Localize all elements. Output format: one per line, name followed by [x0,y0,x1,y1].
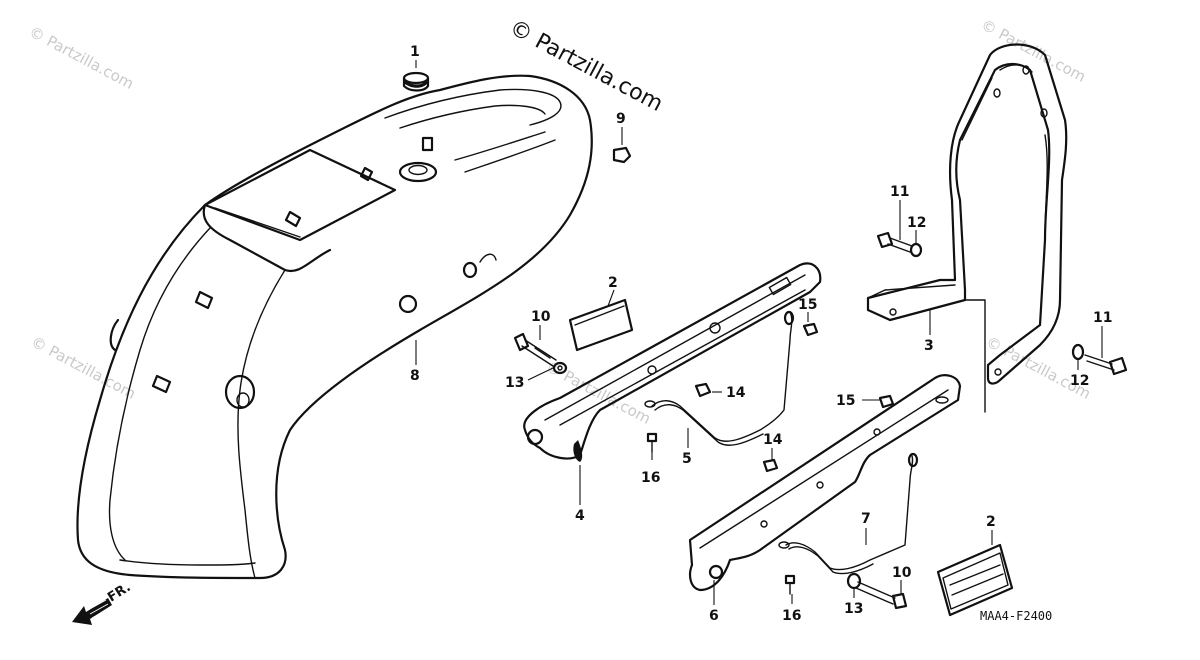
callout-10-upper: 10 [531,309,551,325]
callout-3: 3 [924,338,934,354]
callout-11-right: 11 [1093,310,1112,326]
callout-15-lower: 15 [836,393,855,409]
bolt-part-10-lower [855,581,908,610]
washer-part-13-upper [552,361,568,375]
reflector-part-2-lower [936,543,1014,617]
nut-part-15-upper [802,322,819,337]
rear-fender-part [76,74,593,580]
callout-6: 6 [709,608,719,624]
callout-12-right: 12 [1070,373,1089,389]
bolt-part-11-right [1084,354,1128,376]
nut-part-14-lower [762,458,779,473]
wire-part-5 [644,310,795,446]
callout-5: 5 [682,451,692,467]
watermark-faint: © Partzilla.com [983,333,1094,403]
washer-part-12-right [1071,343,1085,361]
callout-2-upper: 2 [608,275,618,291]
callout-15-upper: 15 [798,297,817,313]
diagram-code: MAA4-F2400 [980,609,1052,623]
callout-14-upper: 14 [726,385,746,401]
reflector-part-2-upper [568,298,634,352]
callout-16-lower: 16 [782,608,801,624]
callout-4: 4 [575,508,585,524]
side-bracket-part-6 [688,374,962,592]
callout-11-upper: 11 [890,184,909,200]
leader-2-upper [607,289,615,307]
callout-8: 8 [410,368,420,384]
nut-part-9 [612,146,632,164]
callout-10-lower: 10 [892,565,912,581]
callout-1: 1 [410,44,420,60]
nut-part-15-lower [878,394,895,409]
bolt-part-11-upper [876,231,913,253]
callout-13-upper: 13 [505,375,524,391]
bolt-part-16-upper [646,432,658,453]
leader-13-upper [527,367,554,381]
backrest-bracket-part-3 [866,43,1068,413]
nut-part-14-upper [694,382,712,398]
wire-part-7 [778,452,919,575]
callout-16-upper: 16 [641,470,660,486]
bolt-part-10-upper [513,332,557,367]
bolt-part-16-lower [784,574,796,595]
watermark-main: © Partzilla.com [505,15,667,117]
callout-12-upper: 12 [907,215,926,231]
watermark-faint: © Partzilla.com [26,23,137,93]
grommet-part-1 [402,71,430,92]
callout-13-lower: 13 [844,601,863,617]
watermark-faint: © Partzilla.com [28,333,139,403]
callout-9: 9 [616,111,626,127]
callout-2-lower: 2 [986,514,996,530]
callout-7: 7 [861,511,871,527]
washer-part-12-upper [909,242,923,258]
side-bracket-part-4 [523,262,822,462]
front-direction-arrow-icon [72,598,112,625]
washer-part-13-lower [846,572,862,590]
callout-14-lower: 14 [763,432,783,448]
